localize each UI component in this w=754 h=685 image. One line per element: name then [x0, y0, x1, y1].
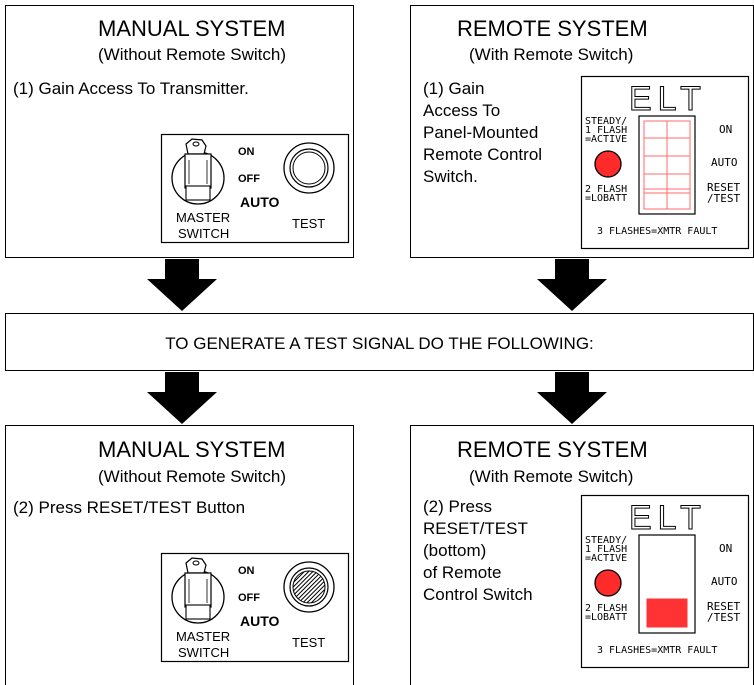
auto-label: AUTO — [240, 613, 280, 629]
status-indicator-light — [594, 569, 622, 597]
auto-label: AUTO — [711, 575, 738, 588]
test-label: TEST — [292, 635, 325, 650]
lobatt-label: 2 FLASH =LOBATT — [585, 184, 633, 204]
steady-label: STEADY/ 1 FLASH =ACTIVE — [585, 116, 633, 145]
off-label: OFF — [238, 592, 260, 604]
fault-label: 3 FLASHES=XMTR FAULT — [597, 645, 717, 656]
box-title: REMOTE SYSTEM — [457, 16, 648, 41]
manual-system-step1-box: MANUAL SYSTEM (Without Remote Switch) (1… — [5, 5, 354, 258]
master-label-line2: SWITCH — [178, 226, 229, 241]
arrow-down-icon — [537, 259, 607, 311]
arrow-down-icon — [147, 372, 217, 424]
reset-test-label: RESET /TEST — [707, 600, 747, 624]
banner-text: TO GENERATE A TEST SIGNAL DO THE FOLLOWI… — [165, 334, 594, 353]
box-subtitle: (Without Remote Switch) — [98, 467, 286, 486]
master-label-line1: MASTER — [176, 210, 230, 225]
elt-rocker-switch-pressed[interactable] — [638, 534, 696, 634]
arrow-down-icon — [537, 372, 607, 424]
step-instruction: (2) Press RESET/TEST (bottom) of Remote … — [423, 497, 533, 604]
steady-label: STEADY/ 1 FLASH =ACTIVE — [585, 535, 633, 564]
box-title: MANUAL SYSTEM — [98, 16, 286, 41]
box-subtitle: (With Remote Switch) — [469, 45, 634, 64]
remote-system-step2-box: REMOTE SYSTEM (With Remote Switch) (2) P… — [410, 425, 754, 685]
status-indicator-light — [594, 150, 622, 178]
elt-remote-panel: ELT STEADY/ 1 FLASH =ACTIVE 2 FLASH =LOB… — [580, 494, 750, 669]
remote-system-step1-box: REMOTE SYSTEM (With Remote Switch) (1) G… — [410, 5, 754, 258]
master-switch-icon[interactable] — [171, 138, 225, 205]
box-subtitle: (With Remote Switch) — [469, 467, 634, 486]
fault-label: 3 FLASHES=XMTR FAULT — [597, 226, 717, 237]
test-label: TEST — [292, 216, 325, 231]
box-title: REMOTE SYSTEM — [457, 437, 648, 462]
on-label: ON — [238, 565, 255, 577]
on-label: ON — [238, 146, 255, 158]
step-instruction: (1) Gain Access To Panel-Mounted Remote … — [423, 79, 543, 186]
lobatt-label: 2 FLASH =LOBATT — [585, 603, 633, 623]
step-instruction: (2) Press RESET/TEST Button — [13, 498, 246, 517]
master-label-line2: SWITCH — [178, 645, 229, 660]
on-label: ON — [719, 542, 732, 555]
test-button-icon[interactable] — [283, 142, 335, 194]
test-signal-banner: TO GENERATE A TEST SIGNAL DO THE FOLLOWI… — [5, 313, 754, 371]
box-title: MANUAL SYSTEM — [98, 437, 286, 462]
master-switch-icon[interactable] — [171, 557, 225, 624]
arrow-down-icon — [147, 259, 217, 311]
elt-label: ELT — [629, 80, 707, 118]
elt-rocker-switch[interactable] — [638, 115, 696, 215]
reset-test-label: RESET /TEST — [707, 181, 747, 205]
elt-label: ELT — [629, 499, 707, 537]
transmitter-panel: ON OFF AUTO MASTER SWITCH TEST — [160, 133, 350, 244]
elt-remote-panel: ELT STEADY/ 1 FLASH =ACTIVE 2 FLASH =LOB… — [580, 75, 750, 250]
master-label-line1: MASTER — [176, 629, 230, 644]
auto-label: AUTO — [711, 156, 738, 169]
auto-label: AUTO — [240, 194, 280, 210]
step-instruction: (1) Gain Access To Transmitter. — [13, 79, 249, 98]
transmitter-panel: ON OFF AUTO MASTER SWITCH TEST — [160, 552, 350, 663]
on-label: ON — [719, 123, 732, 136]
manual-system-step2-box: MANUAL SYSTEM (Without Remote Switch) (2… — [5, 425, 354, 685]
off-label: OFF — [238, 173, 260, 185]
box-subtitle: (Without Remote Switch) — [98, 45, 286, 64]
test-button-pressed-icon[interactable] — [283, 561, 335, 613]
